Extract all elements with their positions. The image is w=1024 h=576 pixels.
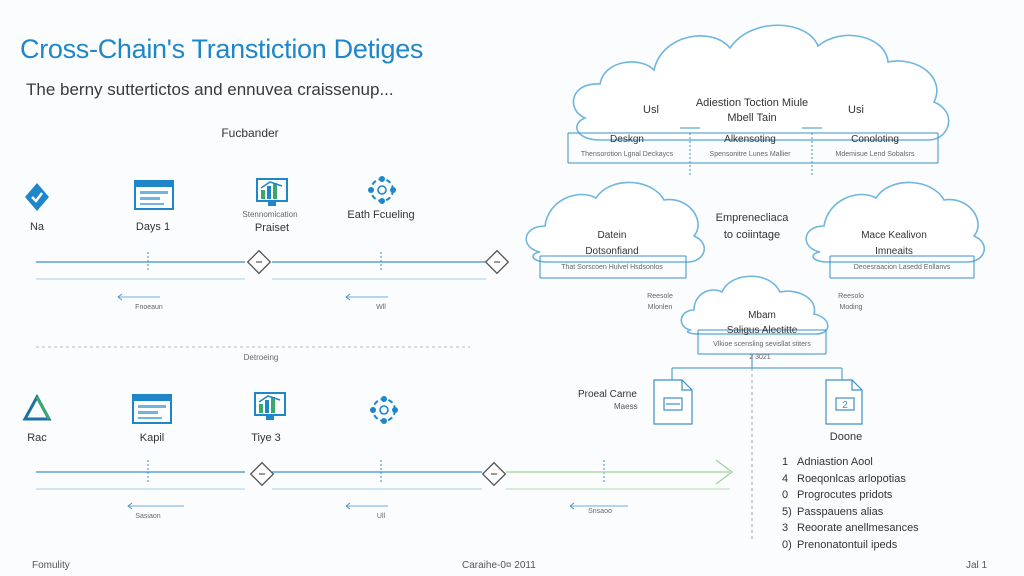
left-cloud-caption: Mlonlen — [647, 304, 673, 311]
legend-num: 5) — [782, 505, 792, 518]
row2-timeline — [36, 460, 628, 510]
row2-item-label: Rac — [27, 432, 47, 444]
doc-left-icon — [653, 379, 693, 425]
center-text-line1: Emprenecliaca — [715, 212, 789, 224]
row1-under-label: Fnoeaun — [135, 304, 163, 311]
row1-item-label: Eath Fcueling — [347, 209, 415, 221]
top-cloud-col-desc: Mdemisue Lend Sobalsrs — [835, 151, 915, 158]
right-cloud-table — [829, 255, 975, 279]
row1-under-label: Wll — [376, 304, 386, 311]
top-cloud-col-head: Deskgn — [610, 134, 644, 145]
bottom-cloud-shape — [680, 275, 829, 335]
legend-item: 0) Prenonatontuil ipeds — [782, 537, 919, 554]
divider-label: Detroeing — [243, 353, 279, 362]
row1-item-label: Days 1 — [135, 221, 171, 233]
doc-left-caption: Proeal Carne — [578, 389, 637, 400]
row2-junction-diamond — [249, 461, 275, 487]
top-heading: Fucbander — [221, 126, 279, 140]
browser-window-icon — [134, 180, 174, 215]
right-cloud-shape — [805, 181, 986, 263]
legend-item: 0 Progrocutes pridots — [782, 487, 919, 504]
page-title: Cross-Chain's Transtiction Detiges — [20, 34, 424, 64]
doc-right-icon: 2 — [825, 379, 863, 425]
center-text-line2: to coiintage — [723, 229, 781, 241]
top-cloud-side-right: Usi — [848, 104, 864, 116]
top-cloud-shape — [572, 24, 950, 141]
legend-num: 0) — [782, 538, 792, 551]
left-cloud-table — [539, 255, 687, 279]
right-cloud-caption: Reesolo — [838, 293, 864, 300]
chart-monitor-icon — [256, 178, 288, 213]
right-cloud-caption: Moding — [839, 304, 863, 311]
legend-item: 1 Adniastion Aool — [782, 454, 919, 471]
row1-item-label: Na — [29, 221, 45, 233]
left-cloud-head: Datein — [597, 230, 627, 241]
row2-end-diamond — [481, 461, 507, 487]
bottom-cloud-head: Mbam — [748, 310, 776, 321]
legend-text: Prenonatontuil ipeds — [797, 538, 898, 551]
legend-item: 5) Passpauens alias — [782, 504, 919, 521]
row1-junction-diamond — [246, 249, 272, 275]
row1-timeline — [36, 252, 486, 301]
row1-end-diamond — [484, 249, 510, 275]
top-cloud-title: Adiestion Toction Miule — [695, 97, 809, 109]
legend-text: Roeqonlcas arlopotias — [797, 472, 906, 485]
legend-num: 1 — [782, 456, 789, 468]
doc-right-caption: Doone — [829, 431, 863, 443]
doc-left-caption: Maess — [614, 402, 638, 411]
row2-green-arrow — [506, 459, 734, 490]
row2-under-label: Ull — [376, 513, 386, 520]
legend-item: 3 Reoorate anellmesances — [782, 520, 919, 537]
network-circle-icon — [366, 174, 398, 211]
row1-item-sublabel: Stennomication — [242, 210, 298, 219]
row2-item-label: Kapil — [139, 432, 165, 444]
browser-window-icon — [132, 394, 172, 429]
row1-item-label: Praiset — [254, 222, 290, 234]
legend-num: 0 — [782, 489, 789, 501]
bottom-cloud-table — [697, 329, 827, 355]
top-cloud-subtitle: Mbell Tain — [727, 112, 777, 124]
right-cloud-desc: Deoesraacion Lasedd Enllanvs — [853, 264, 951, 271]
legend-num: 4 — [782, 472, 789, 485]
footer-left: Fomulity — [32, 560, 70, 571]
legend-num: 3 — [782, 522, 789, 534]
legend-text: Progrocutes pridots — [797, 489, 893, 501]
row2-under-label: Sasiaon — [135, 513, 161, 520]
row2-under-label: Snsaoo — [588, 508, 612, 515]
right-cloud-row: Imneaits — [875, 246, 913, 257]
left-cloud-desc: That Sorscoen Hulvel Hsdsonlos — [561, 264, 663, 271]
left-cloud-caption: Reesole — [647, 293, 673, 300]
diamond-check-icon — [24, 182, 50, 217]
legend-text: Passpauens alias — [797, 505, 884, 518]
left-cloud-shape — [525, 181, 706, 263]
page-subtitle: The berny suttertictos and ennuvea crais… — [26, 80, 394, 99]
footer-right: Jal 1 — [966, 560, 988, 571]
legend-text: Adniastion Aool — [797, 456, 873, 468]
legend-text: Reoorate anellmesances — [797, 522, 919, 534]
network-circle-icon — [368, 394, 400, 431]
top-cloud-col-desc: Spensonitre Lunes Mallier — [709, 151, 791, 158]
right-cloud-head: Mace Kealivon — [861, 230, 927, 241]
left-cloud-row: Dotsonfiand — [585, 246, 639, 257]
top-cloud-side-left: Usl — [643, 104, 659, 116]
top-cloud-col-head: Conoloting — [851, 134, 899, 145]
top-cloud-col-desc: Thensorotion Lgnal Deckaycs — [580, 151, 674, 158]
bottom-cloud-desc: Vlkioe scensling sevisllat stiters — [713, 341, 811, 348]
chart-monitor-icon — [254, 392, 286, 427]
triangle-icon — [22, 393, 52, 427]
legend-item: 4 Roeqonlcas arlopotias — [782, 471, 919, 488]
footer-center: Caraihe-0¤ 2011 — [462, 560, 536, 571]
row2-item-label: Tiye 3 — [251, 432, 281, 444]
bottom-cloud-code: 2 3021 — [749, 354, 771, 361]
bottom-cloud-row: Saligus Alectitte — [726, 325, 798, 336]
top-cloud-table — [567, 127, 939, 175]
top-cloud-col-head: Alkensoting — [724, 134, 776, 145]
svg-text:2: 2 — [842, 400, 848, 411]
